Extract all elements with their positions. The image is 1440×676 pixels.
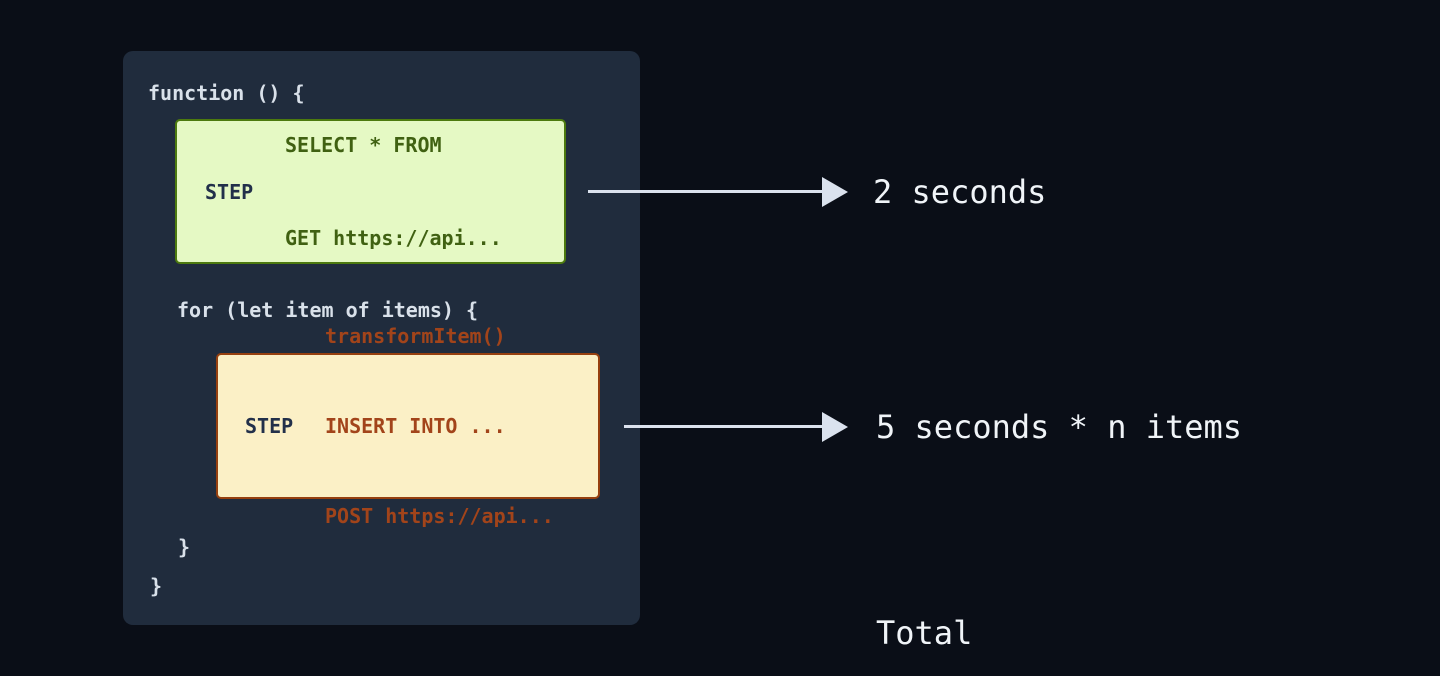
step-box-transform: STEP transformItem() INSERT INTO ... POS… — [216, 324, 600, 528]
timing-label-step1: 2 seconds — [873, 173, 1047, 211]
step-code-line: SELECT * FROM — [285, 132, 442, 157]
timing-arrow-step1 — [588, 177, 848, 207]
code-line-function-open: function () { — [148, 81, 305, 105]
total-summary: Total 100 items = 502 seconds — [876, 528, 1319, 676]
total-title: Total — [876, 614, 973, 652]
timing-label-step2: 5 seconds * n items — [876, 408, 1243, 446]
arrowhead-icon — [822, 412, 848, 442]
step-code-lines: transformItem() INSERT INTO ... POST htt… — [325, 261, 554, 591]
step-code-line: GET https://api... — [285, 225, 502, 250]
step-label: STEP — [205, 179, 254, 204]
timing-arrow-step2 — [624, 412, 848, 442]
step-box-extract: STEP SELECT * FROM GET https://api... — [175, 119, 566, 264]
code-line-for-open: for (let item of items) { — [177, 298, 479, 322]
arrow-line — [624, 425, 822, 428]
code-line-for-close: } — [178, 535, 191, 559]
step-code-line: INSERT INTO ... — [325, 414, 506, 438]
step-code-lines: SELECT * FROM GET https://api... — [285, 68, 502, 316]
step-label: STEP — [245, 414, 294, 438]
code-line-function-close: } — [150, 574, 163, 598]
step-code-line: transformItem() — [325, 324, 506, 348]
step-code-line: POST https://api... — [325, 504, 554, 528]
arrow-line — [588, 190, 822, 193]
arrowhead-icon — [822, 177, 848, 207]
